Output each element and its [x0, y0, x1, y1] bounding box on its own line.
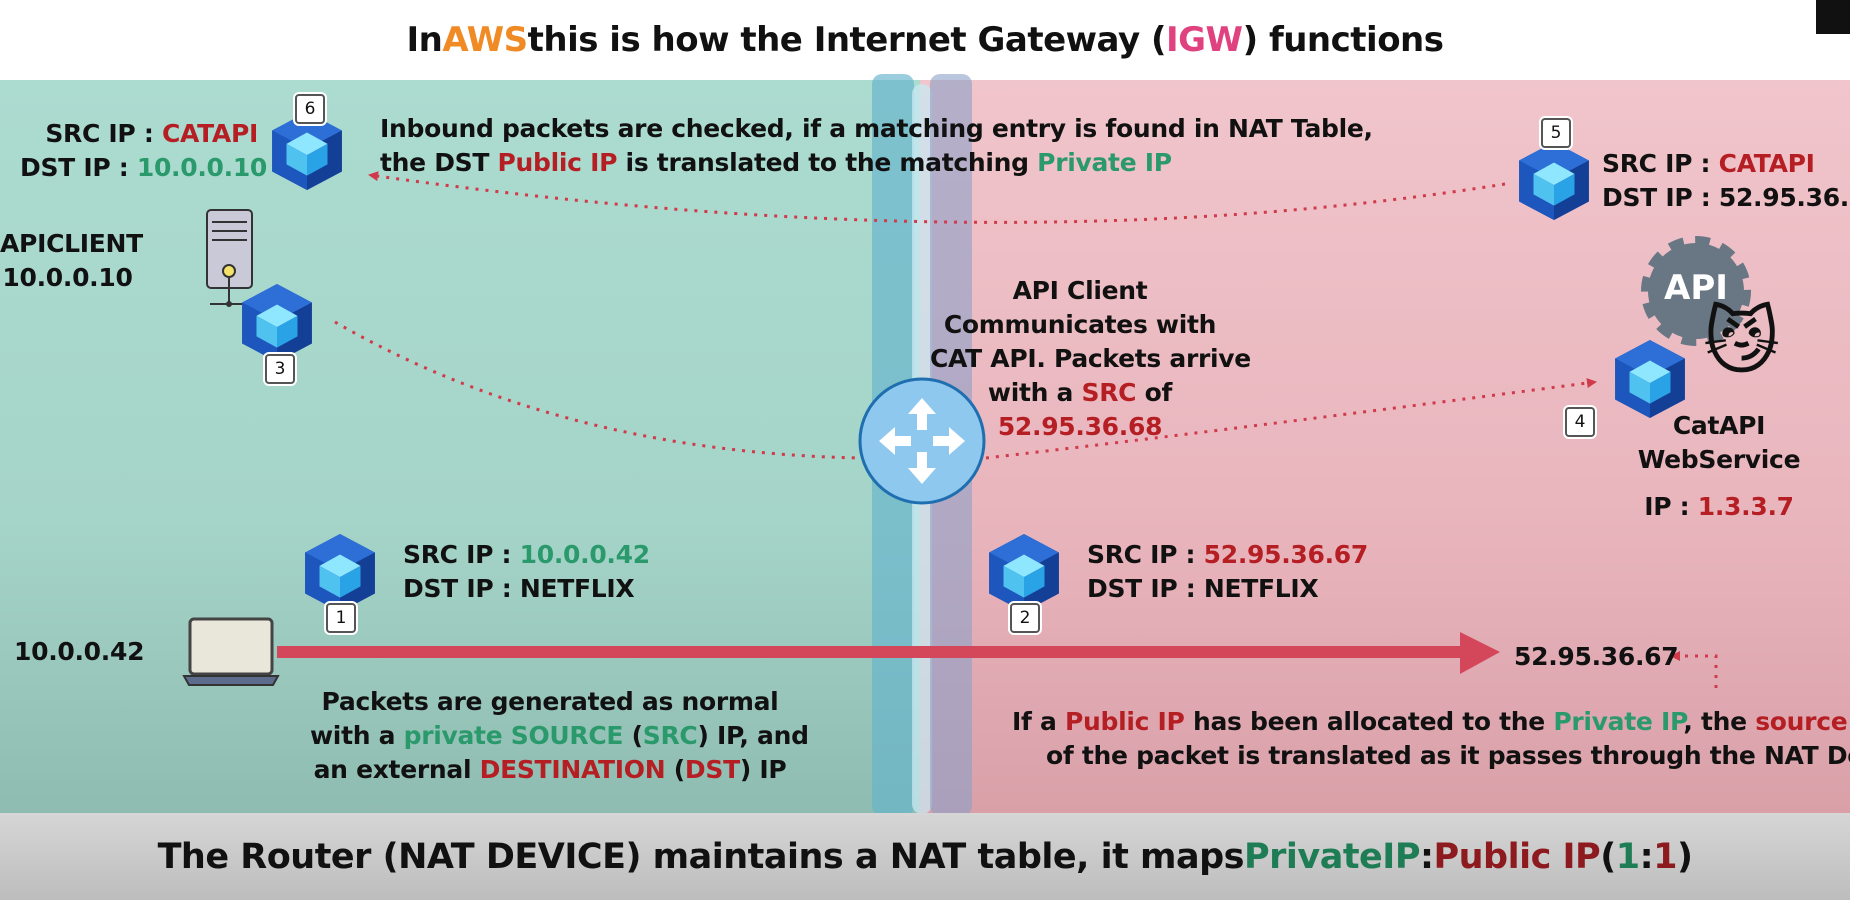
step-badge-6: 6: [295, 94, 325, 124]
catapi-service: WebService: [1637, 445, 1801, 474]
title-igw: IGW: [1166, 20, 1243, 60]
packet-cube-5-icon: [1519, 142, 1589, 220]
step-badge-5: 5: [1541, 118, 1571, 148]
left-note-line1: Packets are generated as normal: [321, 687, 779, 716]
center-note-line4: with a SRC of: [987, 378, 1173, 407]
inbound-return-arrow: [368, 171, 1506, 224]
router-to-catapi-arrow: [985, 378, 1597, 460]
router-icon: [858, 377, 986, 505]
step-badge-2: 2: [1010, 603, 1040, 633]
catapi-ip: IP : 1.3.3.7: [1644, 492, 1794, 521]
cat-icon: 😼: [1703, 299, 1781, 385]
nat-table-caption: The Router (NAT DEVICE) maintains a NAT …: [0, 813, 1850, 900]
left-note-line3: an external DESTINATION (DST) IP: [313, 755, 787, 784]
server-icon: [206, 209, 253, 307]
step6-dst-ip: DST IP : 10.0.0.10: [20, 153, 268, 182]
title-text-mid: this is how the Internet Gateway (: [527, 20, 1167, 60]
corner-widget-icon[interactable]: [1816, 0, 1850, 34]
inbound-note-line1: Inbound packets are checked, if a matchi…: [380, 114, 1373, 143]
right-note-line1: If a Public IP has been allocated to the…: [1012, 707, 1848, 736]
api-gear-icon: [1641, 236, 1751, 346]
packet-cube-1-icon: [305, 534, 375, 612]
step2-src-ip: SRC IP : 52.95.36.67: [1087, 540, 1368, 569]
step6-src-ip: SRC IP : CATAPI: [45, 119, 258, 148]
api-label: API: [1664, 268, 1728, 308]
page-title: In AWS this is how the Internet Gateway …: [0, 0, 1850, 80]
catapi-name: CatAPI: [1672, 411, 1766, 440]
laptop-icon: [182, 617, 280, 686]
title-text: In: [406, 20, 443, 60]
title-aws: AWS: [442, 20, 528, 60]
catapi-cube-icon: [1615, 340, 1685, 418]
outbound-packet-arrow: [277, 632, 1500, 674]
step1-dst-ip: DST IP : NETFLIX: [403, 574, 635, 603]
client-to-router-arrow: [334, 320, 861, 460]
packet-cube-2-icon: [989, 534, 1059, 612]
left-note-line2: with a private SOURCE (SRC) IP, and: [310, 721, 809, 750]
public-ip-label: 52.95.36.67: [1514, 642, 1679, 671]
right-note-line2: of the packet is translated as it passes…: [1046, 741, 1850, 770]
center-note-line5: 52.95.36.68: [997, 412, 1163, 441]
step2-dst-ip: DST IP : NETFLIX: [1087, 574, 1319, 603]
nat-translation-arrow: [1670, 651, 1718, 688]
center-note-line3: CAT API. Packets arrive: [930, 344, 1251, 373]
private-network-panel: [0, 80, 920, 813]
step-badge-1: 1: [326, 603, 356, 633]
right-note: If a Public IP has been allocated to the…: [990, 705, 1850, 777]
step5-src-ip: SRC IP : CATAPI: [1602, 149, 1815, 178]
center-note-line2: Communicates with: [943, 310, 1217, 339]
apiclient-ip: 10.0.0.10: [2, 263, 133, 292]
title-text-end: ) functions: [1242, 20, 1444, 60]
step1-src-ip: SRC IP : 10.0.0.42: [403, 540, 650, 569]
step-badge-3: 3: [265, 354, 295, 384]
apiclient-name: APICLIENT: [0, 229, 143, 258]
packet-cube-3-icon: [242, 284, 312, 362]
laptop-ip: 10.0.0.42: [14, 637, 145, 666]
center-note-line1: API Client: [1012, 276, 1148, 305]
step5-dst-ip: DST IP : 52.95.36.68: [1602, 183, 1850, 212]
step-badge-4: 4: [1565, 407, 1595, 437]
inbound-note-line2: the DST Public IP is translated to the m…: [380, 148, 1172, 177]
